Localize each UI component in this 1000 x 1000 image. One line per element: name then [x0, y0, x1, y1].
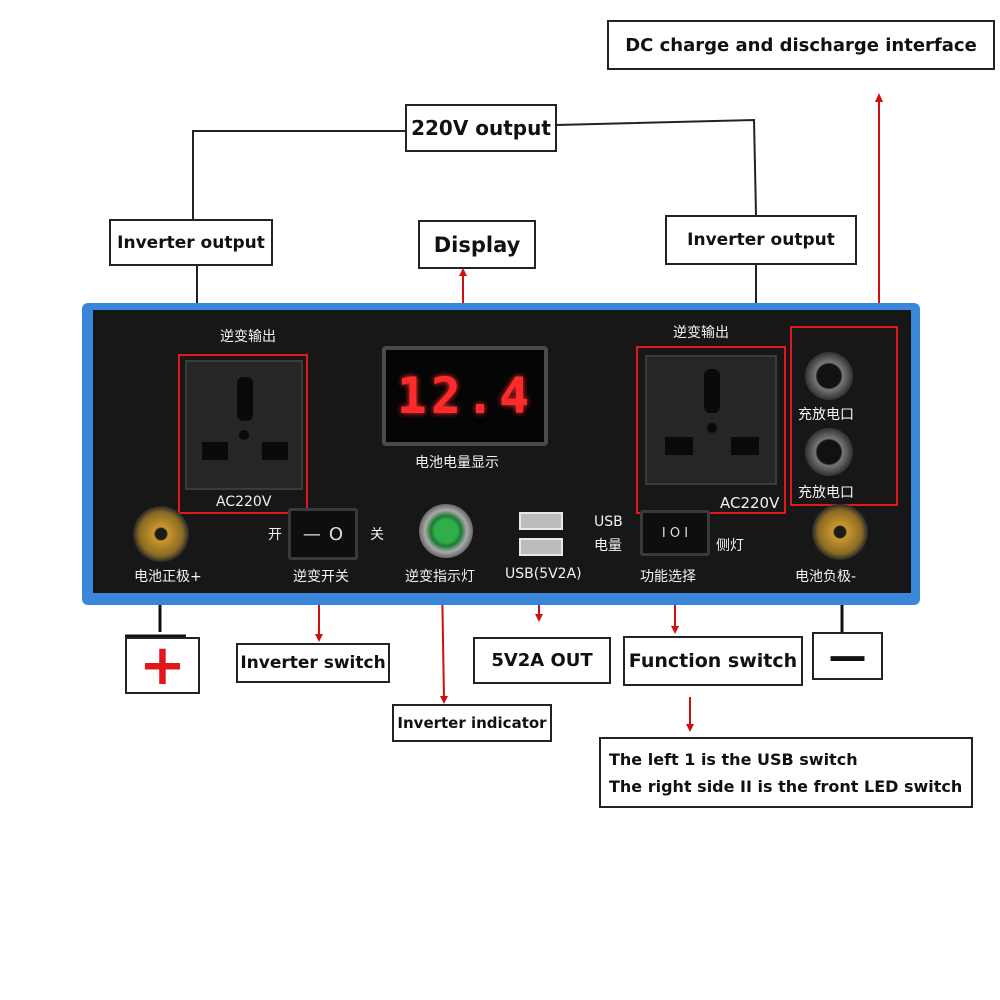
off-label: 关 — [370, 527, 384, 543]
arrowhead-display — [459, 268, 467, 276]
callout-display: Display — [418, 220, 536, 269]
callout-positive: + — [125, 637, 200, 694]
usb-label: USB(5V2A) — [505, 566, 582, 582]
socket-hole-right — [731, 437, 759, 455]
function-rocker-switch[interactable]: I O I — [640, 510, 710, 556]
battery-positive-terminal[interactable] — [133, 506, 189, 562]
inverter-indicator-label: 逆变指示灯 — [405, 569, 475, 585]
usb-port-top[interactable] — [519, 512, 563, 530]
battery-display: 12.4 — [382, 346, 548, 446]
function-note-line-2: The right side II is the front LED switc… — [609, 776, 963, 796]
ac-right-label: AC220V — [720, 494, 780, 512]
battery-positive-label: 电池正极+ — [134, 569, 202, 585]
usb-top-label: USB — [594, 514, 623, 530]
arrowhead-inverter-switch — [315, 634, 323, 642]
callout-inverter-indicator: Inverter indicator — [392, 704, 552, 742]
inverter-output-right-label: 逆变输出 — [673, 325, 729, 341]
rocker-mark-o: O — [328, 523, 344, 545]
highlight-dc-ports — [790, 326, 898, 506]
dc-port-1[interactable] — [805, 352, 853, 400]
arrowhead-dc — [875, 93, 883, 102]
socket-hole-right — [262, 442, 288, 460]
on-label: 开 — [268, 527, 282, 543]
plus-symbol: + — [139, 632, 186, 698]
socket-hole-top — [704, 369, 720, 413]
side-light-label: 侧灯 — [716, 538, 744, 554]
callout-usb-out: 5V2A OUT — [473, 637, 611, 684]
socket-hole-ground — [707, 423, 717, 433]
function-select-label: 功能选择 — [640, 569, 696, 585]
highlight-right-socket — [636, 346, 786, 514]
bracket-220v-right — [555, 118, 757, 216]
arrowhead-indicator — [440, 696, 448, 704]
battery-negative-label: 电池负极- — [795, 569, 857, 585]
battery-negative-terminal[interactable] — [812, 504, 868, 560]
ac-socket-right[interactable] — [645, 355, 777, 485]
ac-socket-left[interactable] — [185, 360, 303, 490]
socket-hole-left — [665, 437, 693, 455]
callout-inverter-output-left: Inverter output — [109, 219, 273, 266]
function-note-line-1: The left 1 is the USB switch — [609, 749, 858, 769]
inverter-output-left-label: 逆变输出 — [220, 329, 276, 345]
ac-left-label: AC220V — [216, 494, 272, 510]
arrowhead-usb — [535, 614, 543, 622]
highlight-left-socket — [178, 354, 308, 514]
bracket-220v — [192, 130, 405, 220]
inverter-switch-label: 逆变开关 — [293, 569, 349, 585]
usb-power-label: 电量 — [594, 538, 622, 554]
socket-hole-ground — [239, 430, 249, 440]
callout-inverter-output-right: Inverter output — [665, 215, 857, 265]
dc-port-1-label: 充放电口 — [798, 407, 854, 423]
inverter-rocker-switch[interactable]: — O — [288, 508, 358, 560]
usb-port-bottom[interactable] — [519, 538, 563, 556]
display-label: 电池电量显示 — [415, 455, 499, 471]
dc-port-2-label: 充放电口 — [798, 485, 854, 501]
callout-function-switch: Function switch — [623, 636, 803, 686]
inverter-indicator-light — [419, 504, 473, 558]
dc-port-2[interactable] — [805, 428, 853, 476]
minus-symbol: — — [828, 634, 867, 678]
rocker-mark-line: — — [302, 523, 321, 545]
socket-hole-left — [202, 442, 228, 460]
function-rocker-marks: I O I — [661, 525, 689, 541]
callout-inverter-switch: Inverter switch — [236, 643, 390, 683]
display-readout: 12.4 — [396, 367, 534, 425]
arrowhead-function — [671, 626, 679, 634]
callout-function-note: The left 1 is the USB switch The right s… — [599, 737, 973, 808]
callout-220v-output: 220V output — [405, 104, 557, 152]
callout-dc-interface: DC charge and discharge interface — [607, 20, 995, 70]
socket-hole-top — [237, 377, 253, 421]
callout-negative: — — [812, 632, 883, 680]
arrowhead-function-note — [686, 724, 694, 732]
